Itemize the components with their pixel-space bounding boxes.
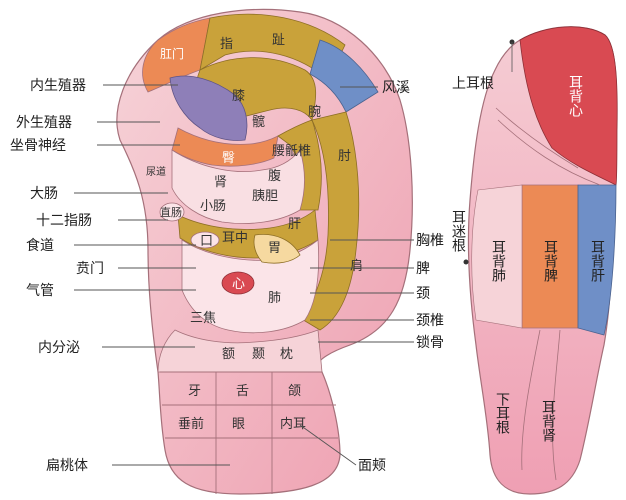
label-pi: 脾 bbox=[416, 261, 430, 277]
rectum-point bbox=[159, 202, 185, 222]
region-yaodizhui: 腰骶椎 bbox=[272, 144, 311, 159]
label-neifenmi: 内分泌 bbox=[38, 340, 80, 356]
back-heart-region bbox=[519, 26, 618, 186]
mi-root-dot bbox=[463, 259, 469, 265]
label-dachang: 大肠 bbox=[30, 186, 58, 202]
ear-lobe-grid bbox=[160, 371, 338, 494]
fengxi-patch bbox=[309, 39, 379, 113]
label-biantaoti: 扁桃体 bbox=[46, 458, 88, 474]
region-ya: 牙 bbox=[188, 384, 201, 399]
region-xiaochang: 小肠 bbox=[200, 199, 226, 214]
label-beigan: 耳背肝 bbox=[589, 240, 605, 283]
label-beifei: 耳背肺 bbox=[490, 240, 506, 283]
region-wan: 腕 bbox=[308, 104, 321, 120]
label-beixin: 耳背心 bbox=[567, 75, 583, 117]
region-jian: 肩 bbox=[350, 258, 363, 274]
region-gan: 肝 bbox=[288, 217, 301, 232]
antihelix-band bbox=[299, 111, 360, 331]
region-xi: 膝 bbox=[232, 89, 245, 104]
region-kou: 口 bbox=[200, 234, 213, 249]
label-fengxi: 风溪 bbox=[382, 80, 410, 96]
region-nie: 颞 bbox=[252, 347, 265, 362]
label-zuogu: 坐骨神经 bbox=[10, 138, 66, 154]
label-shang-ergen: 上耳根 bbox=[452, 76, 494, 92]
left-leader-lines bbox=[74, 84, 230, 466]
region-yan: 眼 bbox=[232, 417, 245, 432]
region-shen: 肾 bbox=[214, 175, 227, 190]
label-beishen: 耳背肾 bbox=[540, 400, 556, 442]
back-liver-region bbox=[577, 184, 617, 336]
mouth-point bbox=[190, 231, 220, 249]
region-zhou: 肘 bbox=[338, 149, 351, 164]
region-zhi-a: 趾 bbox=[272, 33, 285, 48]
region-niaodao: 尿道 bbox=[146, 165, 166, 178]
region-zhichang: 直肠 bbox=[160, 205, 182, 219]
label-shidao: 食道 bbox=[26, 237, 54, 254]
right-leader-lines bbox=[299, 86, 414, 466]
region-wei: 胃 bbox=[268, 241, 281, 256]
label-er-mi-gen: 耳迷根 bbox=[450, 210, 466, 252]
label-shierzhi: 十二指肠 bbox=[36, 213, 92, 229]
inner-genital-region bbox=[169, 75, 248, 141]
label-jingzhui: 颈椎 bbox=[416, 313, 444, 329]
back-ear: 上耳根 耳迷根 耳背肺 耳背脾 耳背肝 耳背心 下耳根 耳背肾 bbox=[450, 26, 618, 495]
back-contour-lines bbox=[495, 107, 601, 481]
region-ganmen: 肛门 bbox=[160, 46, 184, 61]
stomach-crescent bbox=[253, 233, 301, 264]
region-he: 颌 bbox=[288, 384, 301, 399]
region-zhen: 枕 bbox=[280, 347, 293, 362]
region-chuiqian: 垂前 bbox=[178, 416, 204, 432]
label-benmen: 贲门 bbox=[76, 261, 104, 277]
region-yidan: 胰胆 bbox=[252, 189, 278, 204]
region-fu: 腹 bbox=[268, 168, 281, 184]
label-mianjia: 面颊 bbox=[358, 458, 386, 474]
region-e: 额 bbox=[222, 347, 235, 362]
label-xia-ergen: 下耳根 bbox=[494, 392, 510, 434]
region-fei: 肺 bbox=[268, 291, 281, 306]
region-neier: 内耳 bbox=[280, 416, 306, 432]
region-she: 舌 bbox=[236, 384, 249, 399]
sciatic-band bbox=[171, 127, 279, 167]
region-tun: 臀 bbox=[222, 151, 235, 166]
region-erzhong: 耳中 bbox=[222, 231, 248, 246]
region-zhi-b: 指 bbox=[220, 37, 233, 52]
region-xin: 心 bbox=[232, 277, 245, 292]
heart-point bbox=[221, 271, 255, 295]
region-kuan: 髋 bbox=[252, 114, 265, 130]
intertragic-region bbox=[157, 329, 323, 373]
label-beipi: 耳背脾 bbox=[542, 240, 558, 283]
front-ear: 肛门 趾 指 膝 髋 腕 臀 腰骶椎 肘 尿道 腹 肾 胰胆 小肠 直肠 肝 口… bbox=[10, 8, 444, 495]
back-lung-region bbox=[471, 184, 523, 329]
label-jing: 颈 bbox=[416, 286, 430, 302]
label-suogu: 锁骨 bbox=[416, 335, 444, 351]
label-qiguan: 气管 bbox=[26, 283, 54, 299]
label-wai-shengzhi: 外生殖器 bbox=[16, 114, 72, 131]
label-nei-shengzhi: 内生殖器 bbox=[30, 77, 86, 94]
region-sanjiao: 三焦 bbox=[190, 311, 216, 326]
cymba-conchae bbox=[171, 149, 305, 224]
label-xiongzhui: 胸椎 bbox=[416, 233, 444, 249]
